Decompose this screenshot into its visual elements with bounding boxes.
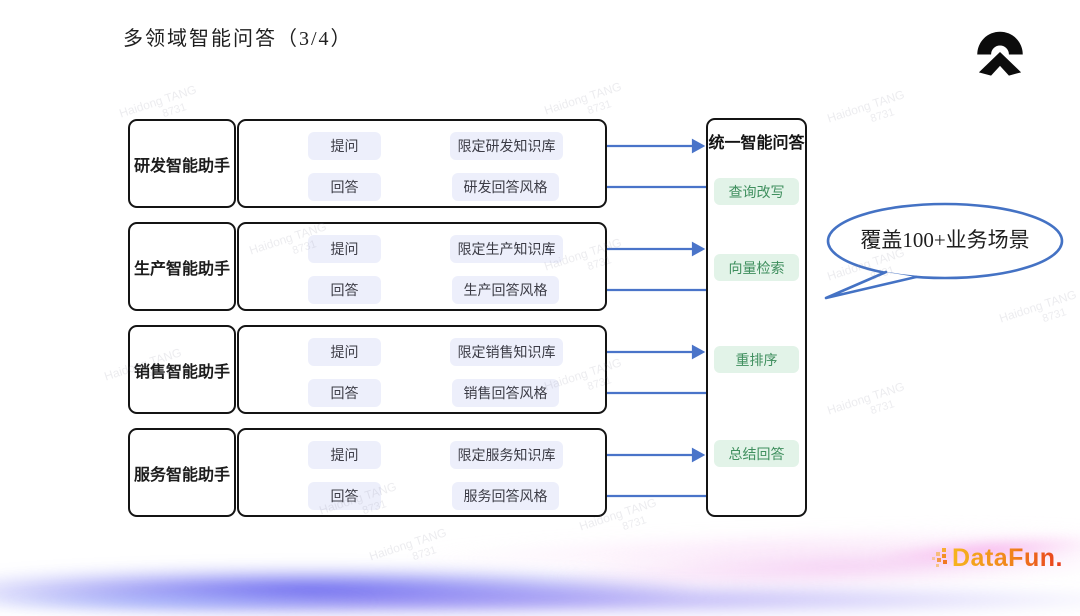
- ask-chip: 提问: [308, 132, 381, 160]
- answer-chip: 回答: [308, 173, 381, 201]
- page-title: 多领域智能问答（3/4）: [123, 28, 353, 50]
- assistant-label-sales: 销售智能助手: [128, 325, 236, 414]
- answer-chip: 回答: [308, 482, 381, 510]
- datafun-dots-icon: [932, 548, 947, 567]
- style-chip: 研发回答风格: [452, 173, 559, 201]
- coverage-bubble-text: 覆盖100+业务场景: [860, 228, 1030, 252]
- ask-chip: 提问: [308, 338, 381, 366]
- ask-chip: 提问: [308, 235, 381, 263]
- style-chip: 生产回答风格: [452, 276, 559, 304]
- step-rerank: 重排序: [714, 346, 799, 373]
- unified-qa-title: 统一智能问答: [708, 135, 805, 152]
- assistant-label-text: 服务智能助手: [133, 466, 230, 484]
- style-chip: 服务回答风格: [452, 482, 559, 510]
- answer-chip: 回答: [308, 379, 381, 407]
- datafun-logo-text: DataFun.: [952, 544, 1063, 572]
- assistant-label-text: 销售智能助手: [133, 363, 230, 381]
- kb-chip: 限定研发知识库: [450, 132, 563, 160]
- ask-chip: 提问: [308, 441, 381, 469]
- answer-chip: 回答: [308, 276, 381, 304]
- nio-logo-icon: [972, 26, 1028, 83]
- step-summarize-answer: 总结回答: [714, 440, 799, 467]
- speech-bubble-shape: [824, 202, 1064, 300]
- assistant-label-production: 生产智能助手: [128, 222, 236, 311]
- kb-chip: 限定生产知识库: [450, 235, 563, 263]
- style-chip: 销售回答风格: [452, 379, 559, 407]
- assistant-label-text: 研发智能助手: [133, 157, 230, 175]
- kb-chip: 限定销售知识库: [450, 338, 563, 366]
- assistant-label-rnd: 研发智能助手: [128, 119, 236, 208]
- kb-chip: 限定服务知识库: [450, 441, 563, 469]
- step-query-rewrite: 查询改写: [714, 178, 799, 205]
- assistant-label-service: 服务智能助手: [128, 428, 236, 517]
- step-vector-retrieval: 向量检索: [714, 254, 799, 281]
- datafun-logo: DataFun.: [932, 544, 1063, 573]
- assistant-label-text: 生产智能助手: [133, 260, 230, 278]
